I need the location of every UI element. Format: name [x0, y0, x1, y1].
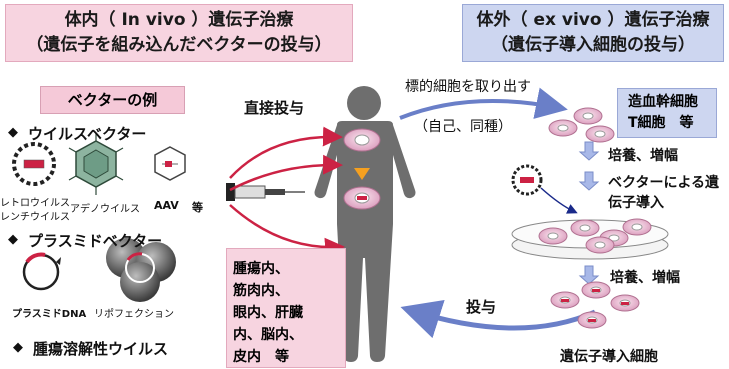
transduced-cells-icon — [550, 281, 640, 329]
transduced-cells-label: 遺伝子導入細胞 — [560, 349, 658, 365]
direct-administration-label: 直接投与 — [244, 99, 305, 117]
body-cell-icon — [343, 128, 381, 152]
cell-source-label: （自己、同種） — [414, 119, 512, 135]
route-item: 腫瘍内、 — [233, 261, 289, 277]
administration-routes-box: 腫瘍内、 筋肉内、 眼内、肝臓 内、脳内、 皮内 等 — [226, 248, 346, 368]
vector-transduction-label-line1: ベクターによる遺 — [608, 175, 720, 191]
target-cell-types-box: 造血幹細胞 T細胞 等 — [617, 88, 717, 138]
etc-label: 等 — [192, 201, 203, 214]
lipofection-label: リポフェクション — [94, 309, 174, 320]
cell-type-item: T細胞 等 — [628, 115, 694, 131]
human-body-icon — [314, 86, 416, 362]
route-item: 筋肉内、 — [233, 283, 289, 299]
adenovirus-icon — [68, 133, 124, 195]
header-in-vivo-title: 体内（ In vivo ）遺伝子治療 — [64, 10, 294, 30]
plasmid-vector-heading: プラスミドベクター — [28, 232, 163, 250]
culture-step-2-label: 培養、増幅 — [610, 270, 680, 286]
bullet-icon: ◆ — [8, 232, 18, 247]
retrovirus-icon — [12, 142, 56, 186]
orange-arrow-icon — [354, 168, 370, 180]
vector-examples-title: ベクターの例 — [40, 86, 185, 114]
plasmid-dna-label: プラスミドDNA — [12, 309, 87, 320]
culture-step-1-label: 培養、増幅 — [608, 148, 678, 164]
header-in-vivo-subtitle: （遺伝子を組み込んだベクターの投与） — [26, 35, 332, 55]
route-item: 眼内、肝臓 — [233, 305, 303, 321]
transduction-arrow — [540, 187, 578, 214]
oncolytic-virus-heading: 腫瘍溶解性ウイルス — [33, 340, 169, 358]
route-item: 内、脳内、 — [233, 327, 303, 343]
body-transduced-cell-icon — [343, 186, 381, 210]
petri-dish-icon — [511, 218, 669, 260]
header-ex-vivo-title: 体外（ ex vivo ）遺伝子治療 — [476, 10, 710, 30]
process-step-arrows — [578, 141, 600, 285]
extract-cells-label: 標的細胞を取り出す — [405, 79, 531, 95]
adenovirus-label: アデノウイルス — [70, 204, 140, 215]
direct-administration-arrows — [229, 126, 345, 258]
header-ex-vivo: 体外（ ex vivo ）遺伝子治療 （遺伝子導入細胞の投与） — [462, 4, 724, 62]
lentivirus-label: レンチウイルス — [0, 212, 70, 223]
bullet-icon: ◆ — [13, 340, 23, 355]
vector-virus-icon — [511, 164, 543, 196]
retrovirus-label: レトロウイルス — [0, 198, 70, 209]
route-item: 皮内 等 — [233, 349, 289, 365]
bullet-icon: ◆ — [8, 125, 18, 140]
extracted-cells-icon — [548, 107, 615, 143]
cell-type-item: 造血幹細胞 — [628, 94, 698, 110]
administer-label: 投与 — [466, 298, 497, 316]
lipofection-icon — [106, 238, 176, 302]
header-in-vivo: 体内（ In vivo ）遺伝子治療 （遺伝子を組み込んだベクターの投与） — [5, 4, 353, 62]
aav-icon — [154, 146, 186, 181]
aav-label: AAV — [154, 199, 179, 212]
administer-arrow — [400, 300, 597, 339]
plasmid-dna-icon — [22, 252, 61, 291]
extract-arrow — [399, 87, 568, 120]
header-ex-vivo-subtitle: （遺伝子導入細胞の投与） — [491, 35, 695, 55]
vector-transduction-label-line2: 伝子導入 — [608, 195, 664, 211]
syringe-icon — [226, 183, 305, 201]
viral-vector-heading: ウイルスベクター — [28, 125, 147, 143]
